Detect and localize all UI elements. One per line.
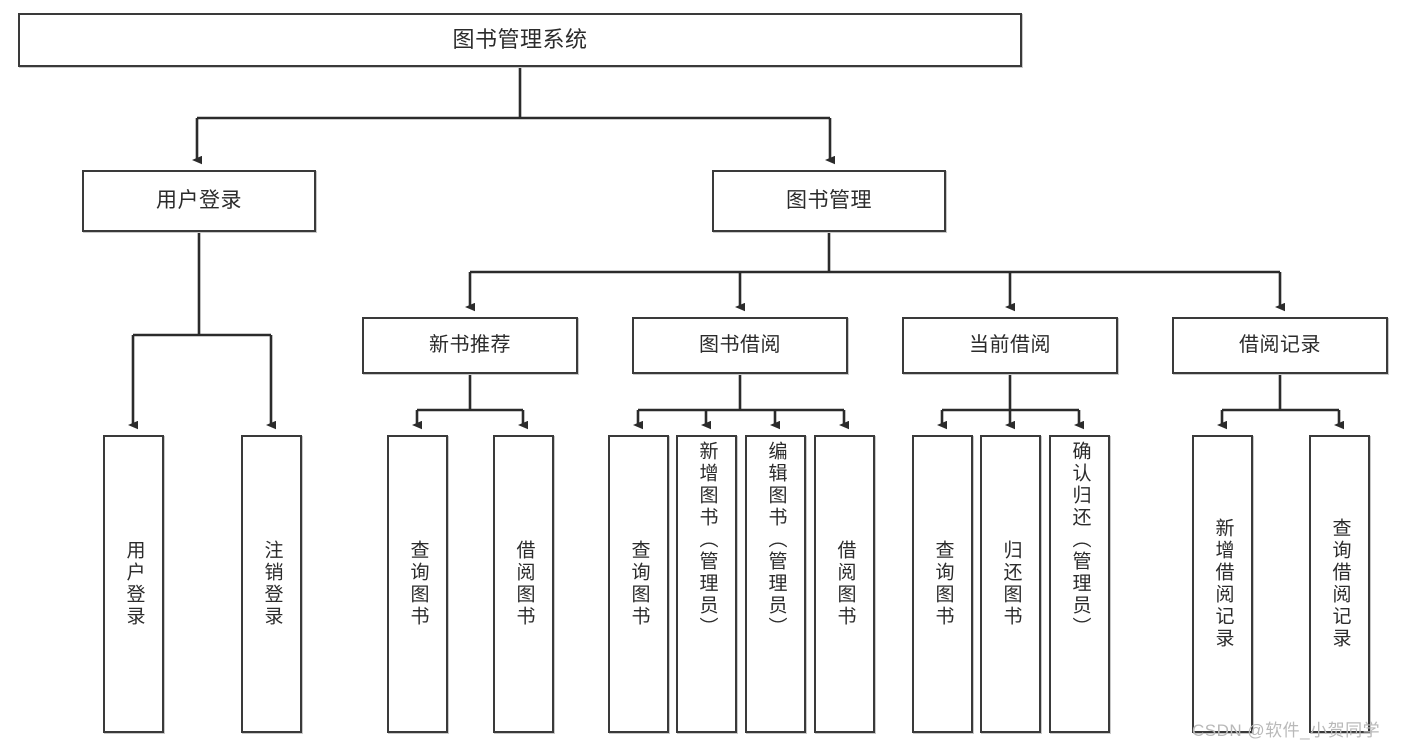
node-leaf-query-book-1-label: 查询图书	[407, 540, 429, 628]
node-leaf-add-borrow-record[interactable]: 新增借阅记录	[1192, 435, 1253, 733]
node-borrow-record[interactable]: 借阅记录	[1172, 317, 1388, 374]
node-leaf-add-borrow-record-label: 新增借阅记录	[1212, 518, 1234, 650]
node-root-label: 图书管理系统	[452, 27, 588, 53]
node-leaf-query-book-2[interactable]: 查询图书	[608, 435, 669, 733]
node-leaf-borrow-book-1[interactable]: 借阅图书	[493, 435, 554, 733]
node-leaf-borrow-book-1-label: 借阅图书	[513, 540, 535, 628]
node-leaf-edit-book-admin[interactable]: 编辑图书（管理员）	[745, 435, 806, 733]
node-borrow-record-label: 借阅记录	[1239, 333, 1321, 356]
node-current-borrow[interactable]: 当前借阅	[902, 317, 1118, 374]
node-new-book-recommend-label: 新书推荐	[429, 333, 511, 356]
node-leaf-add-book-admin[interactable]: 新增图书（管理员）	[676, 435, 737, 733]
node-leaf-query-borrow-record-label: 查询借阅记录	[1329, 518, 1351, 650]
node-leaf-query-book-1[interactable]: 查询图书	[387, 435, 448, 733]
node-new-book-recommend[interactable]: 新书推荐	[362, 317, 578, 374]
node-leaf-borrow-book-2-label: 借阅图书	[834, 540, 856, 628]
node-book-manage-label: 图书管理	[786, 188, 872, 212]
node-leaf-query-book-3[interactable]: 查询图书	[912, 435, 973, 733]
node-leaf-borrow-book-2[interactable]: 借阅图书	[814, 435, 875, 733]
node-user-login-label: 用户登录	[156, 188, 242, 212]
node-leaf-logout-login[interactable]: 注销登录	[241, 435, 302, 733]
node-leaf-query-book-2-label: 查询图书	[628, 540, 650, 628]
node-user-login[interactable]: 用户登录	[82, 170, 316, 232]
node-leaf-return-book-label: 归还图书	[1000, 540, 1022, 628]
node-leaf-user-login-label: 用户登录	[123, 540, 145, 628]
node-root[interactable]: 图书管理系统	[18, 13, 1022, 67]
node-current-borrow-label: 当前借阅	[969, 333, 1051, 356]
node-leaf-edit-book-admin-label: 编辑图书（管理员）	[765, 441, 787, 639]
node-book-borrow[interactable]: 图书借阅	[632, 317, 848, 374]
node-leaf-confirm-return-admin[interactable]: 确认归还（管理员）	[1049, 435, 1110, 733]
node-leaf-query-borrow-record[interactable]: 查询借阅记录	[1309, 435, 1370, 733]
node-leaf-query-book-3-label: 查询图书	[932, 540, 954, 628]
csdn-watermark: CSDN @软件_小贺同学	[1192, 721, 1381, 740]
node-leaf-logout-login-label: 注销登录	[261, 540, 283, 628]
node-leaf-confirm-return-admin-label: 确认归还（管理员）	[1069, 441, 1091, 639]
node-book-borrow-label: 图书借阅	[699, 333, 781, 356]
node-leaf-user-login[interactable]: 用户登录	[103, 435, 164, 733]
node-leaf-add-book-admin-label: 新增图书（管理员）	[696, 441, 718, 639]
node-book-manage[interactable]: 图书管理	[712, 170, 946, 232]
node-leaf-return-book[interactable]: 归还图书	[980, 435, 1041, 733]
